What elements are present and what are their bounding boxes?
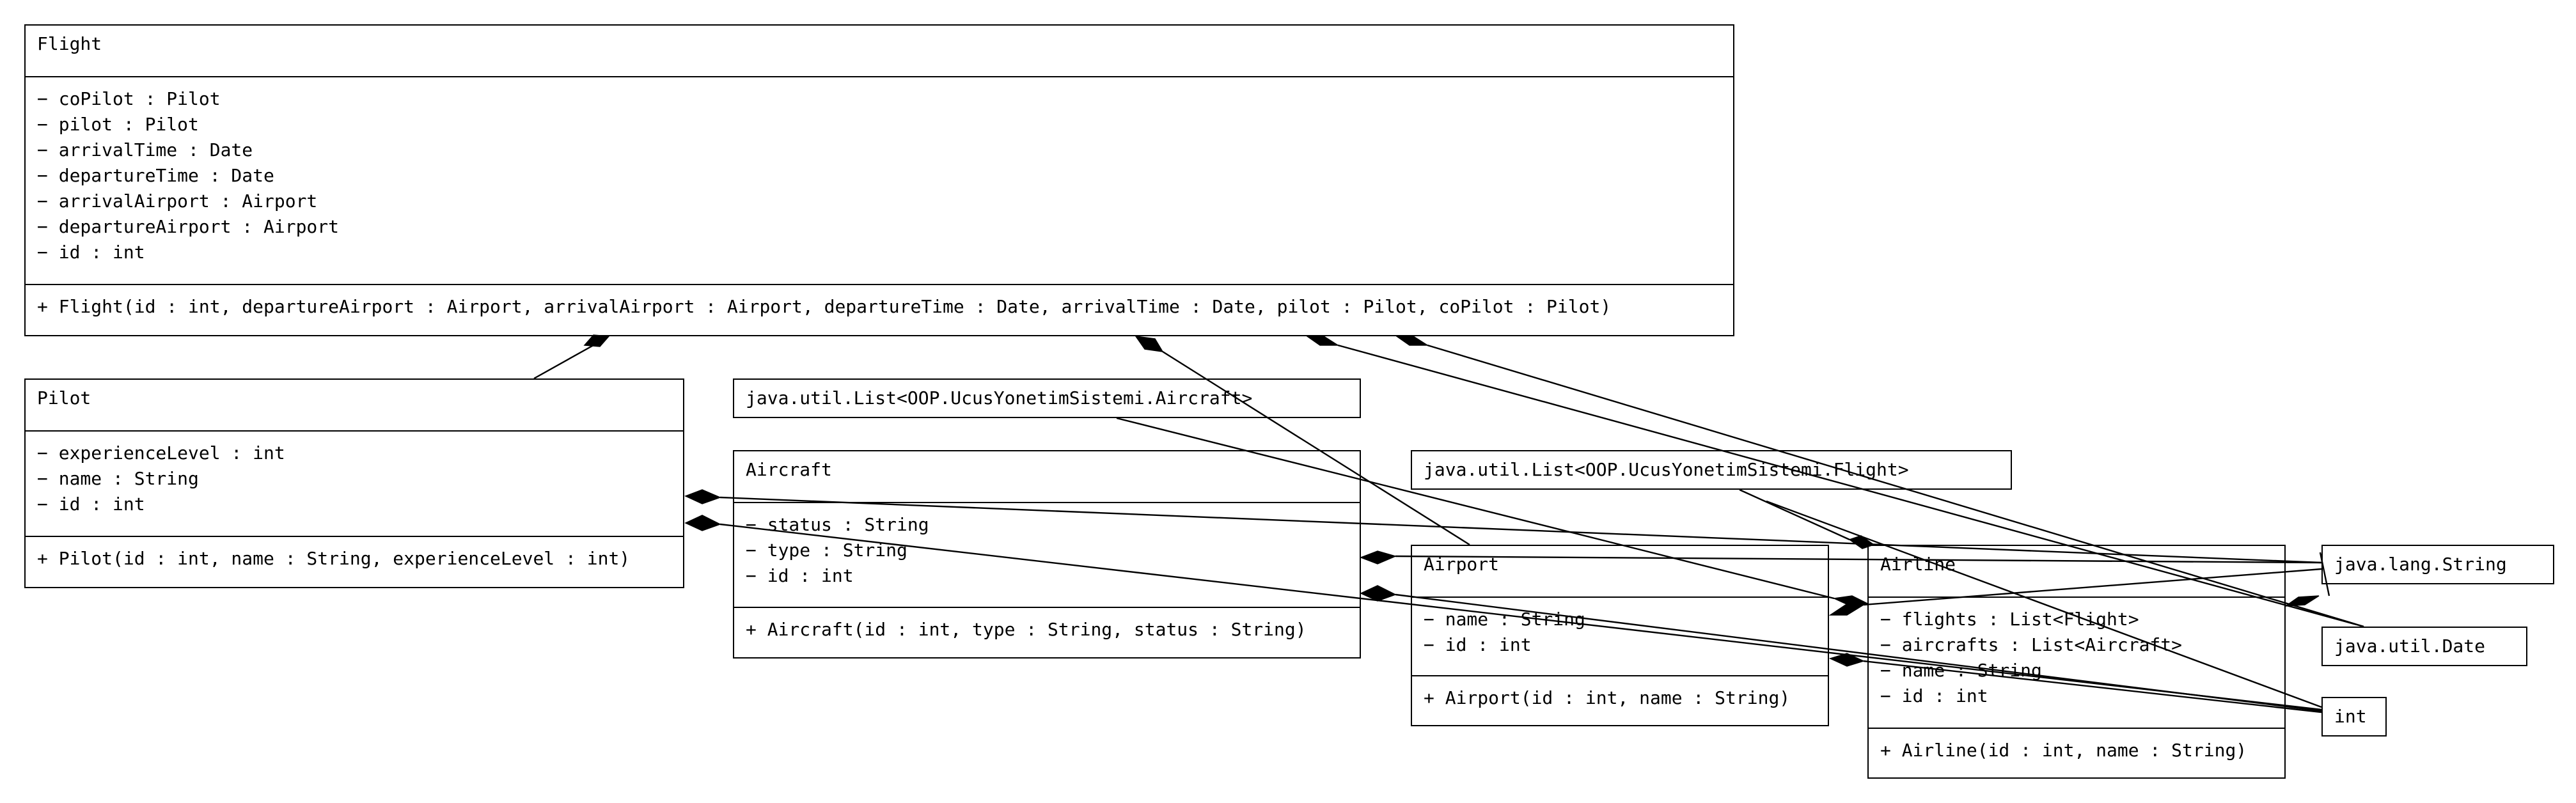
class-pilot-name: Pilot bbox=[37, 387, 91, 409]
composition-diamond-flight-airport bbox=[1135, 336, 1164, 352]
flight-attr-departuretime: − departureTime : Date bbox=[37, 165, 274, 186]
airline-attr-flights: − flights : List<Flight> bbox=[1880, 609, 2139, 630]
class-aircraft[interactable]: Aircraft − status : String − type : Stri… bbox=[733, 450, 1361, 659]
aircraft-attr-type: − type : String bbox=[746, 540, 907, 561]
class-aircraft-operations: + Aircraft(id : int, type : String, stat… bbox=[734, 607, 1360, 657]
airport-attr-name: − name : String bbox=[1424, 609, 1585, 630]
type-list-aircraft[interactable]: java.util.List<OOP.UcusYonetimSistemi.Ai… bbox=[733, 378, 1361, 418]
aircraft-op-constructor: + Aircraft(id : int, type : String, stat… bbox=[746, 619, 1307, 640]
class-flight-operations: + Flight(id : int, departureAirport : Ai… bbox=[26, 284, 1733, 335]
class-airport-name: Airport bbox=[1424, 554, 1500, 575]
class-airline-name: Airline bbox=[1880, 554, 1956, 575]
composition-diamond-pilot-int bbox=[684, 515, 721, 531]
class-airline[interactable]: Airline − flights : List<Flight> − aircr… bbox=[1867, 545, 2286, 779]
class-flight[interactable]: Flight − coPilot : Pilot − pilot : Pilot… bbox=[24, 24, 1734, 336]
edge-flight-pilot bbox=[533, 344, 594, 380]
composition-diamond-flight-pilot bbox=[583, 334, 610, 347]
composition-diamond-flight-date-1 bbox=[1305, 336, 1340, 346]
composition-diamond-airport-string bbox=[1828, 604, 1865, 616]
flight-attr-copilot: − coPilot : Pilot bbox=[37, 88, 221, 109]
airport-op-constructor: + Airport(id : int, name : String) bbox=[1424, 687, 1791, 708]
airline-attr-id: − id : int bbox=[1880, 685, 1988, 706]
type-list-flight[interactable]: java.util.List<OOP.UcusYonetimSistemi.Fl… bbox=[1411, 450, 2012, 490]
type-java-util-date[interactable]: java.util.Date bbox=[2321, 627, 2527, 666]
aircraft-attr-id: − id : int bbox=[746, 565, 854, 586]
class-airline-operations: + Airline(id : int, name : String) bbox=[1869, 728, 2284, 777]
airline-attr-name: − name : String bbox=[1880, 660, 2042, 681]
pilot-attr-id: − id : int bbox=[37, 494, 145, 515]
flight-attr-arrivaltime: − arrivalTime : Date bbox=[37, 139, 253, 160]
composition-diamond-pilot-string bbox=[684, 489, 722, 504]
composition-diamond-airline-list-aircraft bbox=[1832, 595, 1869, 607]
type-int[interactable]: int bbox=[2321, 697, 2387, 737]
class-flight-attributes: − coPilot : Pilot − pilot : Pilot − arri… bbox=[26, 76, 1733, 284]
composition-diamond-aircraft-string bbox=[1359, 550, 1397, 565]
class-aircraft-name: Aircraft bbox=[746, 459, 832, 480]
type-java-lang-string[interactable]: java.lang.String bbox=[2321, 545, 2554, 584]
class-pilot[interactable]: Pilot − experienceLevel : int − name : S… bbox=[24, 378, 684, 588]
airline-op-constructor: + Airline(id : int, name : String) bbox=[1880, 740, 2247, 761]
flight-attr-departureairport: − departureAirport : Airport bbox=[37, 216, 340, 237]
composition-diamond-aircraft-int bbox=[1360, 585, 1397, 602]
pilot-op-constructor: + Pilot(id : int, name : String, experie… bbox=[37, 548, 631, 569]
class-aircraft-attributes: − status : String − type : String − id :… bbox=[734, 502, 1360, 607]
class-airport-operations: + Airport(id : int, name : String) bbox=[1412, 675, 1828, 725]
edge-airline-list-flight bbox=[1739, 488, 1850, 541]
pilot-attr-experiencelevel: − experienceLevel : int bbox=[37, 442, 285, 464]
class-pilot-operations: + Pilot(id : int, name : String, experie… bbox=[26, 536, 683, 587]
flight-op-constructor: + Flight(id : int, departureAirport : Ai… bbox=[37, 296, 1612, 317]
composition-diamond-airport-int bbox=[1828, 653, 1865, 667]
pilot-attr-name: − name : String bbox=[37, 468, 199, 489]
class-airport-attributes: − name : String − id : int bbox=[1412, 596, 1828, 675]
composition-diamond-airline-string bbox=[2284, 595, 2320, 607]
flight-attr-pilot: − pilot : Pilot bbox=[37, 114, 199, 135]
class-airport[interactable]: Airport − name : String − id : int + Air… bbox=[1411, 545, 1829, 726]
composition-diamond-flight-date-2 bbox=[1395, 336, 1429, 346]
class-pilot-attributes: − experienceLevel : int − name : String … bbox=[26, 430, 683, 536]
flight-attr-arrivalairport: − arrivalAirport : Airport bbox=[37, 191, 318, 212]
airport-attr-id: − id : int bbox=[1424, 634, 1532, 655]
flight-attr-id: − id : int bbox=[37, 242, 145, 263]
class-airline-attributes: − flights : List<Flight> − aircrafts : L… bbox=[1869, 596, 2284, 728]
aircraft-attr-status: − status : String bbox=[746, 514, 929, 535]
class-flight-name: Flight bbox=[37, 33, 102, 54]
airline-attr-aircrafts: − aircrafts : List<Aircraft> bbox=[1880, 634, 2183, 655]
